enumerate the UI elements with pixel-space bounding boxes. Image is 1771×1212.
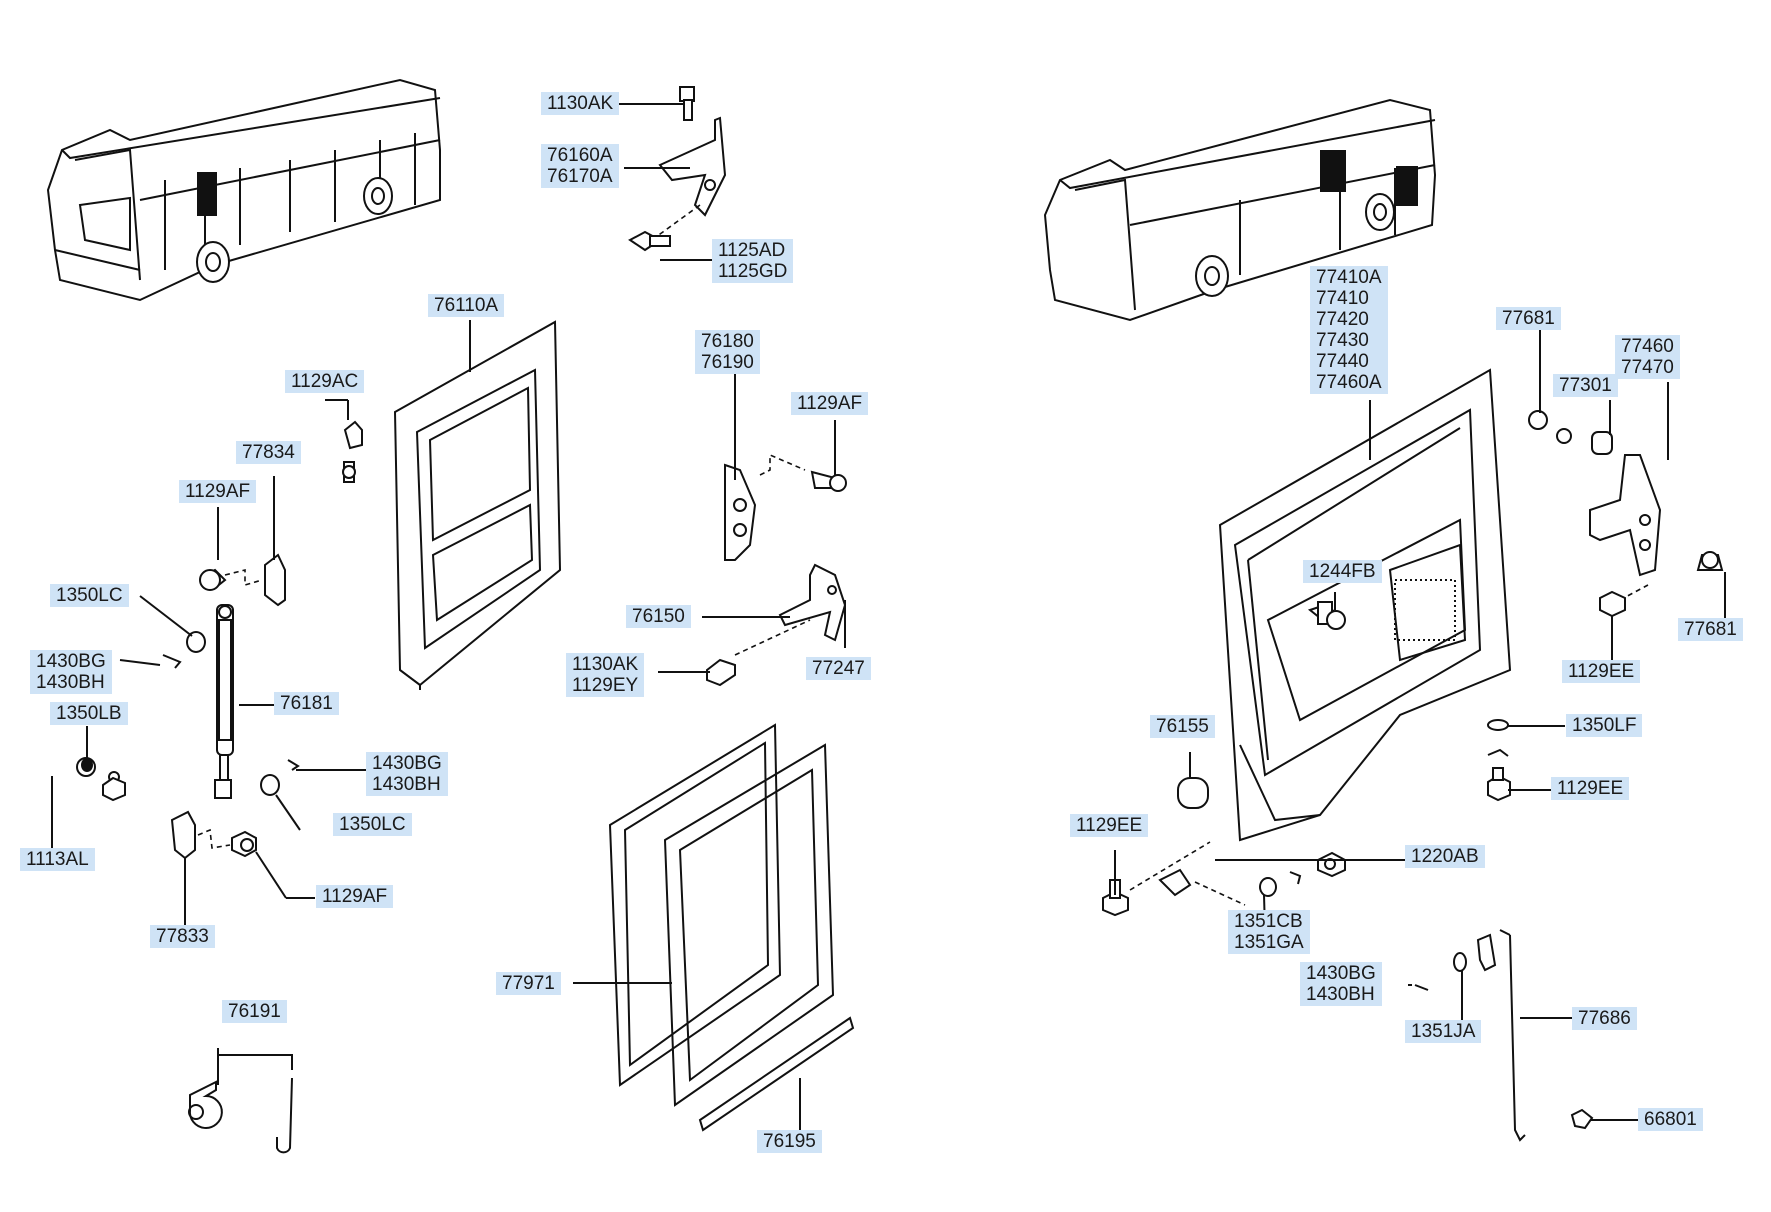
hinge-76160A [628,86,727,252]
label-1129EE-right[interactable]: 1129EE [1562,660,1641,683]
label-77681-lower[interactable]: 77681 [1678,618,1743,641]
label-77834[interactable]: 77834 [236,441,301,464]
label-1113AL[interactable]: 1113AL [20,848,95,871]
label-1129EE-left[interactable]: 1129EE [1070,814,1149,837]
label-1129EE-mid[interactable]: 1129EE [1551,777,1630,800]
label-1129AC[interactable]: 1129AC [285,370,365,393]
label-1350LC-upper[interactable]: 1350LC [50,584,129,607]
label-76150[interactable]: 76150 [626,605,691,628]
door-panel-76110A [393,320,562,690]
label-77833[interactable]: 77833 [150,925,215,948]
latch-76180 [724,453,847,561]
bus-left-illustration [46,78,441,302]
leader-lines [51,103,1726,1130]
label-76110A[interactable]: 76110A [428,294,505,317]
label-1129AF-right[interactable]: 1129AF [791,392,869,415]
tools-76191 [188,1077,293,1154]
label-66801[interactable]: 66801 [1638,1108,1703,1131]
label-1350LC-lower[interactable]: 1350LC [333,813,412,836]
label-1350LB[interactable]: 1350LB [50,702,128,725]
panel-77410A [1218,368,1512,842]
hinge-77460 [1528,410,1724,618]
label-77681-upper[interactable]: 77681 [1496,307,1561,330]
label-1351JA[interactable]: 1351JA [1405,1020,1482,1043]
label-1129AF-lower[interactable]: 1129AF [316,885,394,908]
label-76155[interactable]: 76155 [1150,715,1215,738]
bus-right-illustration [1043,98,1437,322]
label-1220AB[interactable]: 1220AB [1405,845,1485,868]
label-1244FB[interactable]: 1244FB [1303,560,1382,583]
label-76195[interactable]: 76195 [757,1130,822,1153]
label-77301[interactable]: 77301 [1553,374,1618,397]
label-1129AF-left[interactable]: 1129AF [179,480,257,503]
weatherstrip-77971 [608,723,855,1132]
label-77971[interactable]: 77971 [496,972,561,995]
fasteners-right [1102,719,1594,1142]
label-76191[interactable]: 76191 [222,1000,287,1023]
label-77686[interactable]: 77686 [1572,1007,1637,1030]
label-76181[interactable]: 76181 [274,692,339,715]
label-1130AK[interactable]: 1130AK [541,92,620,115]
label-77247[interactable]: 77247 [806,657,871,680]
label-1350LF[interactable]: 1350LF [1566,714,1643,737]
